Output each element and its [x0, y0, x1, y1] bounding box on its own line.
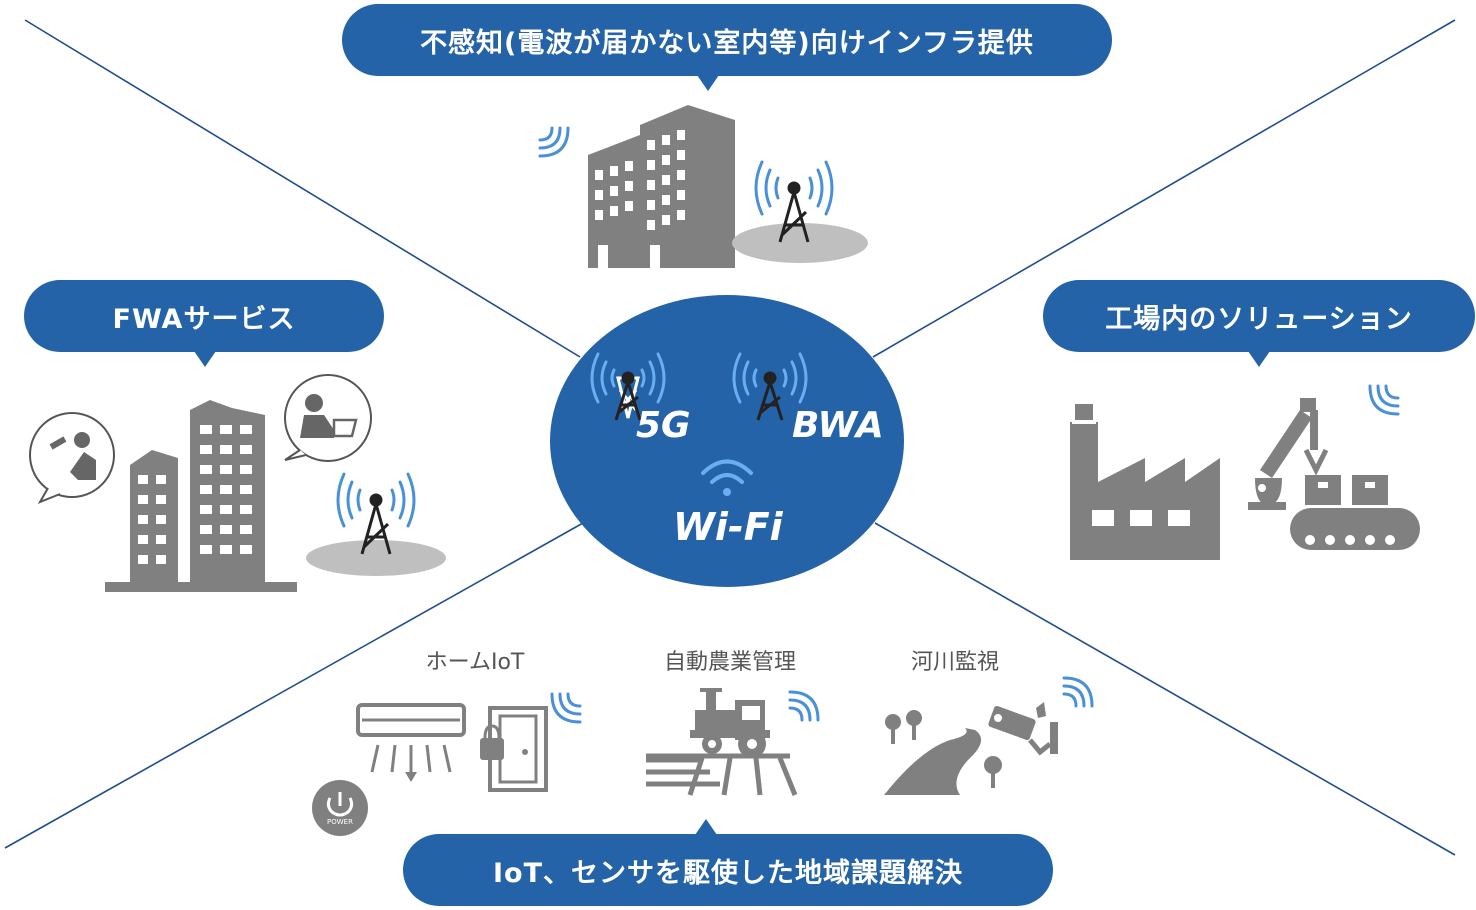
tractor-icon [690, 688, 770, 758]
bubble-top-label: 不感知(電波が届かない室内等)向けインフラ提供 [420, 27, 1034, 59]
center-bwa-tower-icon [756, 371, 784, 421]
iot-item-label-home: ホームIoT [425, 650, 525, 675]
farm-signal-icon [788, 690, 820, 722]
top-tower-signal-icon [754, 160, 834, 216]
line-top-left [24, 19, 581, 358]
factory-windows [1072, 420, 1190, 526]
residential-windows [138, 425, 252, 564]
iot-item-label-farm: 自動農業管理 [663, 650, 796, 675]
bubble-left: FWAサービス [24, 280, 384, 367]
iot-item-label-river: 河川監視 [910, 650, 999, 675]
center-wifi-icon [701, 459, 753, 496]
top-tower-ground [732, 223, 868, 263]
top-corner-signal-icon [538, 126, 570, 158]
bubble-left-tail [194, 351, 216, 367]
bubble-bottom-tail [695, 819, 717, 835]
center-ellipse [550, 295, 904, 587]
center-label-5g: 5G [636, 405, 691, 446]
bubble-top-tail [697, 75, 719, 91]
center-label-wifi: Wi-Fi [673, 505, 783, 549]
home-iot-signal-icon [550, 692, 582, 724]
user-laptop-bubble-icon [284, 374, 372, 462]
air-conditioner-icon [356, 703, 466, 782]
line-top-right [872, 19, 1456, 358]
connector-lines [4, 19, 1456, 856]
line-bottom-right [874, 522, 1456, 856]
right-corner-signal-icon [1368, 384, 1400, 416]
river-camera-lens [994, 714, 1002, 722]
line-bottom-left [4, 522, 584, 849]
tractor-wheels [708, 706, 760, 749]
top-tower-icon [778, 181, 810, 243]
user-phone-bubble-icon [29, 412, 115, 504]
bubble-right-label: 工場内のソリューション [1105, 303, 1413, 335]
smart-door-lock-icon [480, 706, 548, 792]
bubble-right-tail [1248, 351, 1270, 367]
center-5g-signal-icon [590, 352, 666, 404]
river-camera-icon [884, 702, 1058, 795]
bubble-bottom: IoT、センサを駆使した地域課題解決 [403, 819, 1053, 906]
bubble-left-label: FWAサービス [112, 303, 296, 335]
river-signal-icon [1062, 676, 1094, 708]
left-tower-signal-icon [336, 472, 416, 528]
robot-arm-conveyor-icon [1248, 398, 1420, 550]
center-5g-tower-body-icon [614, 381, 642, 421]
power-label: POWER [327, 818, 353, 826]
bubble-right: 工場内のソリューション [1043, 280, 1475, 367]
bubble-top: 不感知(電波が届かない室内等)向けインフラ提供 [342, 4, 1112, 91]
office-building-windows [595, 130, 685, 268]
left-tower-ground [306, 540, 446, 576]
power-button-icon [312, 780, 368, 836]
bubble-bottom-label: IoT、センサを駆使した地域課題解決 [492, 857, 963, 889]
farm-field-rows [646, 753, 798, 796]
center-label-bwa: BWA [792, 405, 884, 446]
center-bwa-signal-icon [732, 352, 808, 404]
left-tower-icon [360, 493, 392, 555]
conveyor-rollers [1258, 482, 1395, 545]
factory-icon [1070, 404, 1220, 560]
